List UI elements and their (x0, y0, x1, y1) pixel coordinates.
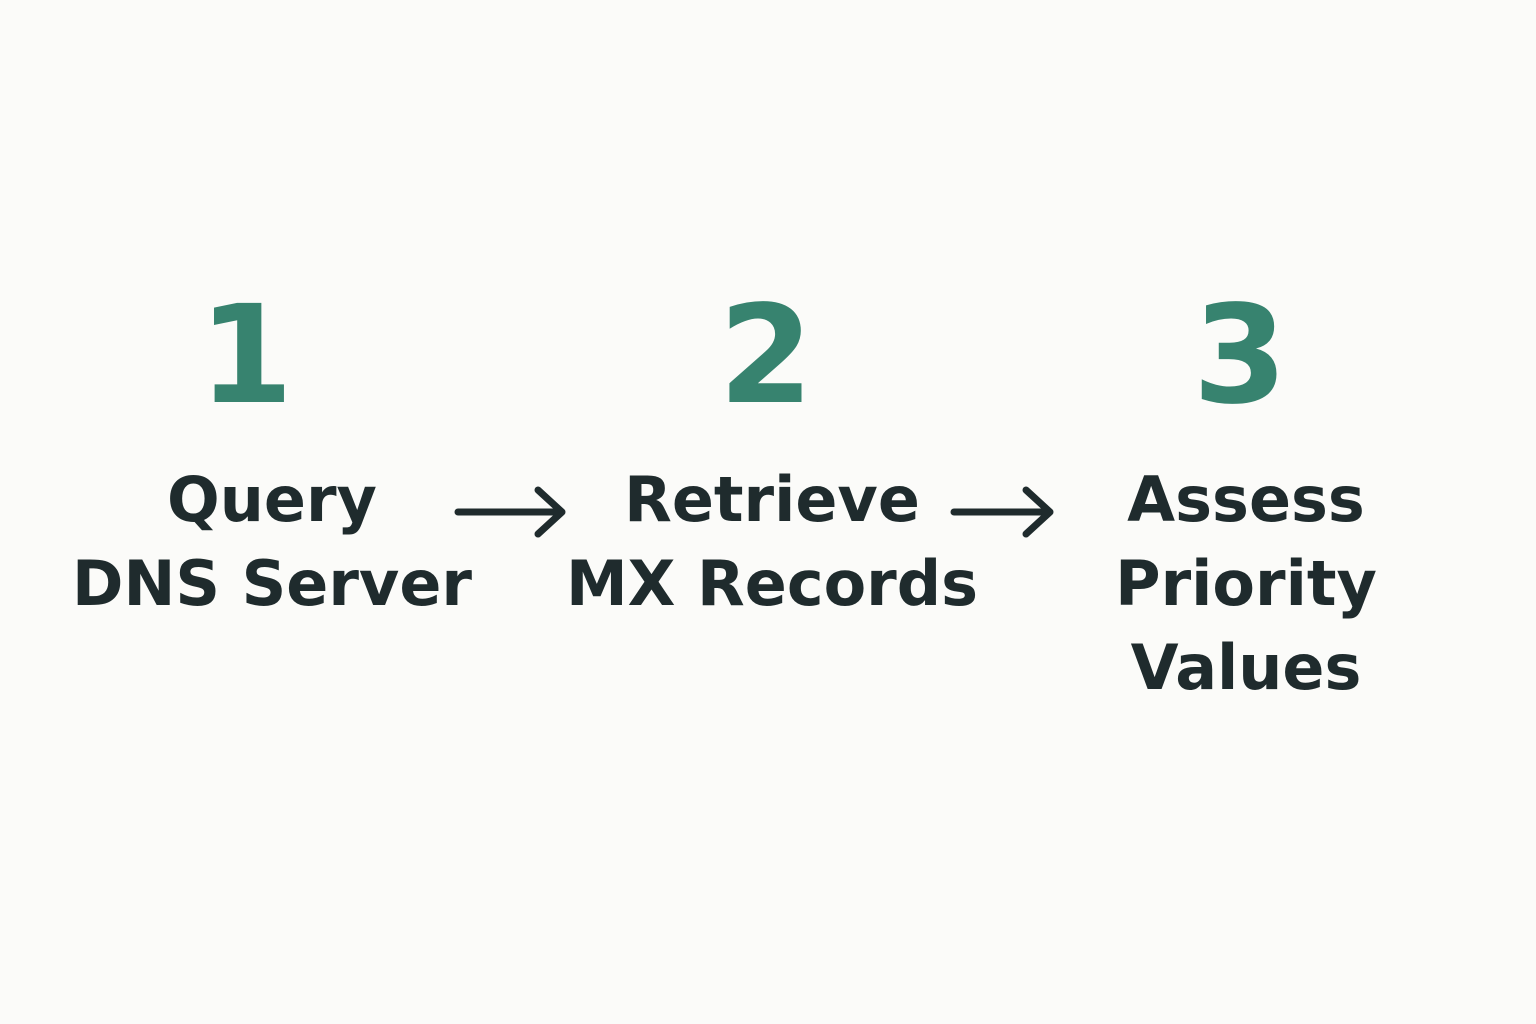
step-3-label: Assess Priority Values (1036, 458, 1456, 710)
step-2-label-line-1: Retrieve (624, 463, 920, 536)
step-3-label-line-1: Assess (1127, 463, 1365, 536)
step-1-label: Query DNS Server (62, 458, 482, 626)
right-arrow-icon (454, 486, 566, 538)
step-2-number: 2 (718, 277, 814, 435)
step-3-number: 3 (1192, 277, 1288, 435)
step-2-label: Retrieve MX Records (562, 458, 982, 626)
step-1-label-line-2: DNS Server (72, 547, 472, 620)
step-1-label-line-1: Query (167, 463, 377, 536)
right-arrow-icon (950, 486, 1054, 538)
step-2-label-line-2: MX Records (565, 547, 979, 620)
step-1-number: 1 (198, 277, 294, 435)
step-3-label-line-2: Priority (1115, 547, 1377, 620)
step-3-label-line-3: Values (1130, 631, 1362, 704)
